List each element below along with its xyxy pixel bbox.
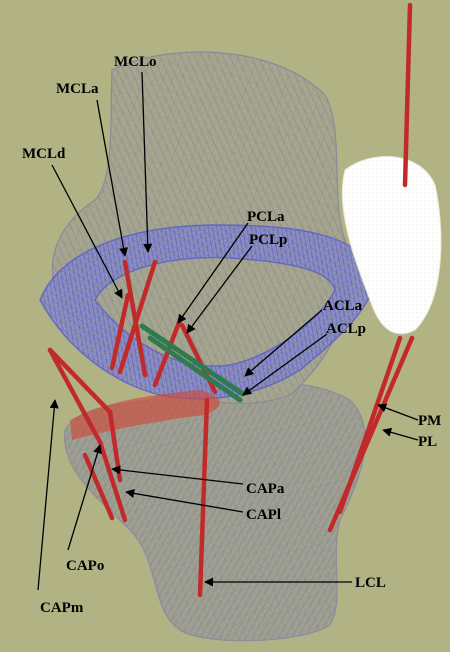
label-lcl: LCL — [355, 575, 386, 591]
label-capa: CAPa — [246, 481, 285, 497]
label-pm: PM — [418, 413, 441, 429]
label-mcla: MCLa — [56, 81, 99, 97]
label-pcla: PCLa — [247, 209, 285, 225]
label-mclo: MCLo — [114, 54, 157, 70]
label-capo: CAPo — [66, 558, 104, 574]
label-mcld: MCLd — [22, 146, 66, 162]
label-acla: ACLa — [323, 298, 363, 314]
label-aclp: ACLp — [326, 321, 366, 337]
label-pclp: PCLp — [249, 232, 287, 248]
label-capl: CAPl — [246, 507, 281, 523]
label-pl: PL — [418, 434, 437, 450]
label-capm: CAPm — [40, 600, 84, 616]
